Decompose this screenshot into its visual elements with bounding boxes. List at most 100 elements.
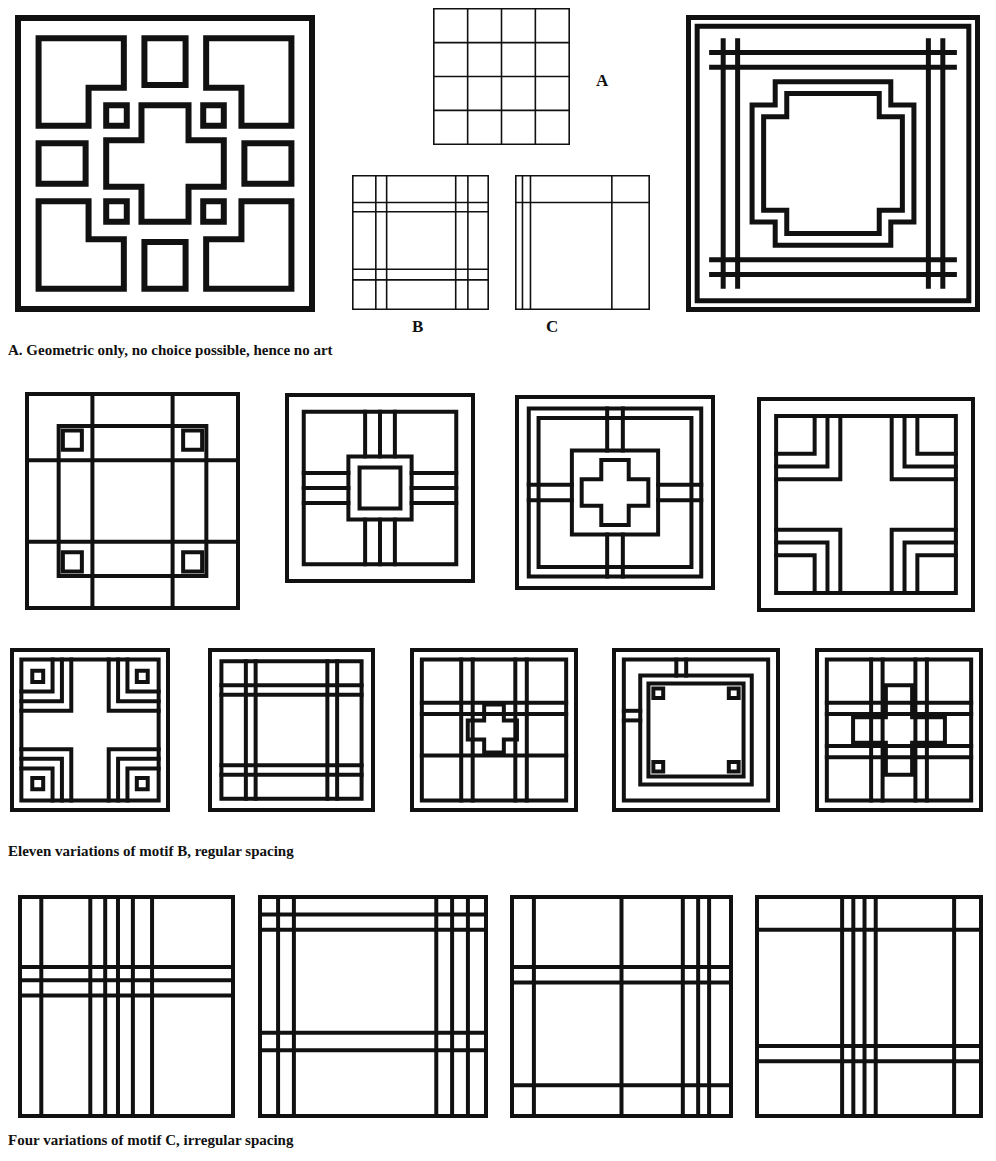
pattern-line: [621, 408, 625, 450]
pattern-line: [206, 38, 291, 125]
pattern-line: [512, 1083, 731, 1087]
pattern-line: [681, 897, 685, 1116]
pattern-line: [940, 41, 945, 286]
pattern-line: [759, 399, 973, 610]
pattern-line: [757, 1059, 981, 1063]
motif-pattern: [817, 650, 981, 810]
pattern-line: [287, 395, 473, 581]
pattern-line: [144, 242, 185, 289]
pattern-line: [375, 176, 377, 309]
pattern-line: [144, 38, 185, 85]
motif-pattern: [27, 394, 238, 608]
pattern-line: [12, 650, 168, 810]
pattern-line: [32, 671, 43, 682]
pattern-line: [776, 416, 827, 467]
pattern-line: [434, 42, 569, 44]
pattern-line: [764, 93, 903, 233]
pattern-line: [20, 994, 233, 998]
pattern-line: [260, 897, 486, 1116]
pattern-line: [529, 408, 701, 576]
motif-letter: C: [546, 318, 558, 337]
pattern-line: [221, 683, 361, 687]
pattern-line: [776, 542, 827, 593]
pattern-line: [221, 661, 361, 799]
motif-pattern: [516, 176, 649, 309]
pattern-line: [412, 486, 457, 490]
pattern-line: [412, 471, 457, 475]
pattern-line: [378, 520, 382, 565]
motif-letter: A: [596, 72, 608, 91]
pattern-line: [925, 660, 929, 801]
pattern-line: [640, 676, 752, 785]
pattern-line: [624, 660, 768, 801]
pattern-line: [32, 778, 43, 789]
pattern-line: [881, 660, 885, 801]
pattern-line: [696, 897, 700, 1116]
pattern-line: [721, 41, 726, 286]
pattern-line: [106, 201, 127, 221]
pattern-line: [183, 430, 202, 449]
pattern-line: [260, 1031, 486, 1035]
pattern-line: [90, 394, 94, 608]
motif-pattern: [757, 897, 981, 1116]
pattern-line: [20, 897, 233, 1116]
pattern-line: [203, 201, 224, 221]
pattern-line: [529, 498, 572, 502]
pattern-line: [171, 394, 175, 608]
motif-pattern: [353, 176, 488, 309]
pattern-line: [18, 18, 312, 309]
pattern-line: [917, 416, 956, 454]
pattern-line: [512, 980, 731, 984]
pattern-line: [422, 712, 566, 716]
pattern-line: [869, 660, 873, 801]
pattern-line: [39, 897, 43, 1116]
motif-pattern: [512, 897, 731, 1116]
motif-pattern: [434, 9, 569, 144]
pattern-line: [892, 530, 956, 593]
pattern-line: [434, 9, 569, 144]
pattern-line: [27, 540, 238, 544]
pattern-line: [109, 749, 159, 800]
pattern-line: [127, 768, 158, 800]
motif-pattern: [412, 650, 576, 810]
pattern-line: [776, 416, 840, 479]
pattern-line: [131, 897, 135, 1116]
motif-pattern: [18, 18, 312, 309]
pattern-line: [827, 701, 971, 705]
pattern-line: [729, 762, 739, 772]
pattern-line: [658, 498, 701, 502]
pattern-line: [63, 430, 82, 449]
pattern-line: [712, 65, 955, 70]
pattern-line: [353, 279, 488, 281]
pattern-line: [776, 416, 815, 454]
pattern-line: [109, 660, 159, 711]
pattern-line: [471, 660, 475, 801]
pattern-line: [203, 105, 224, 125]
pattern-line: [712, 257, 955, 262]
pattern-line: [530, 176, 532, 309]
motif-pattern: [210, 650, 373, 810]
motif-pattern: [260, 897, 486, 1116]
motif-pattern: [517, 397, 713, 588]
pattern-line: [39, 38, 124, 125]
pattern-line: [817, 650, 981, 810]
pattern-line: [917, 555, 956, 593]
figure-caption: Four variations of motif C, irregular sp…: [8, 1132, 293, 1149]
motif-pattern: [759, 399, 973, 610]
pattern-line: [363, 412, 367, 457]
pattern-line: [21, 749, 71, 800]
pattern-line: [260, 913, 486, 917]
pattern-line: [582, 460, 649, 525]
pattern-line: [512, 897, 731, 1116]
pattern-line: [776, 555, 815, 593]
pattern-line: [892, 416, 956, 479]
pattern-line: [20, 965, 233, 969]
pattern-line: [658, 483, 701, 487]
pattern-line: [468, 704, 517, 752]
pattern-line: [59, 426, 207, 576]
motif-pattern: [20, 897, 233, 1116]
pattern-line: [325, 661, 329, 799]
pattern-line: [106, 105, 127, 125]
pattern-line: [827, 712, 971, 716]
pattern-line: [260, 1048, 486, 1052]
